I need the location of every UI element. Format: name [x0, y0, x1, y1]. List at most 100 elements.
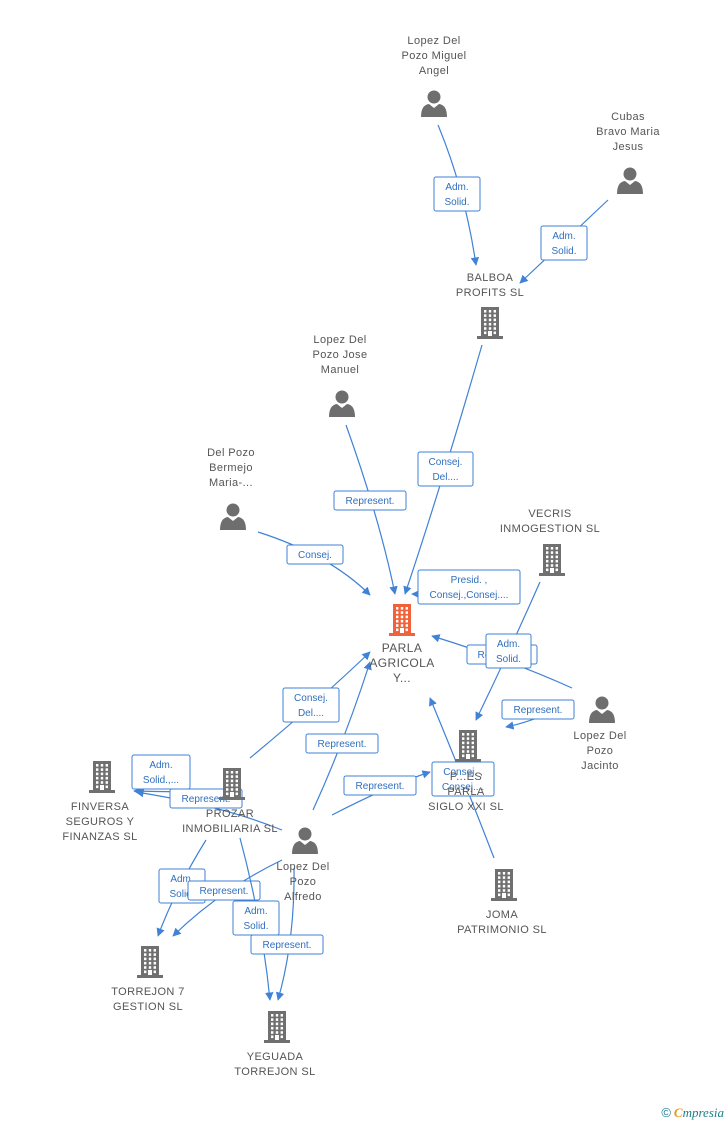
edge-label-box: [282, 687, 340, 723]
edge-label-line: Presid. ,: [451, 575, 488, 586]
node-label-line: PARLA: [382, 641, 422, 655]
edges-layer: Adm.Solid.Adm.Solid.Consej.Del....Repres…: [131, 124, 609, 1001]
edge-label-line: Solid.: [551, 246, 576, 257]
node-label-line: INMOGESTION SL: [500, 523, 600, 535]
node-label-line: Y...: [393, 671, 411, 685]
person-icon: [617, 167, 643, 194]
node-label-line: Jesus: [613, 141, 644, 153]
edge-label-box: [333, 490, 407, 511]
edge-label-line: Represent.: [356, 781, 405, 792]
edge-label-box: [187, 880, 261, 901]
edge-e10[interactable]: Consej.Del....: [249, 651, 371, 759]
edge-e14[interactable]: Adm.Solid.,...: [131, 754, 213, 796]
edge-e17[interactable]: Represent.: [172, 859, 283, 937]
node-label-line: Pozo: [587, 745, 614, 757]
building-icon: [264, 1011, 290, 1043]
edge-label: Adm.Solid.: [444, 182, 469, 208]
node-label-line: P...ES: [450, 771, 482, 783]
edge-e3[interactable]: Consej.Del....: [403, 344, 483, 595]
edge-label-box: [485, 633, 532, 669]
edge-label: Represent.: [318, 739, 367, 750]
building-icon: [539, 544, 565, 576]
node-label-line: YEGUADA: [247, 1051, 304, 1063]
edge-e18[interactable]: Adm.Solid.: [232, 837, 280, 1001]
edge-label: Represent.: [182, 794, 231, 805]
edge-label-box: [286, 544, 344, 565]
edge-label-line: Represent.: [182, 794, 231, 805]
node-label-line: PROFITS SL: [456, 287, 524, 299]
edge-label: Adm. Solid.: [496, 639, 521, 665]
edge-e5[interactable]: Consej.: [257, 531, 371, 596]
edge-label-line: Consej.: [429, 457, 463, 468]
edge-e9[interactable]: Represent.: [501, 699, 575, 730]
edge-label-box: [250, 934, 324, 955]
edge-label-line: Consej.,Consej....: [430, 590, 509, 601]
edge-label-box: [417, 451, 474, 487]
edge-e19[interactable]: Represent.: [250, 867, 324, 1001]
edge-label-line: Represent.: [263, 940, 312, 951]
edge-line: [345, 424, 398, 595]
edge-label-line: Solid.: [243, 921, 268, 932]
edge-label: Presid. , Consej.,Consej....: [430, 575, 509, 601]
edge-label-line: Consej....: [442, 782, 484, 793]
edge-label-box: [131, 754, 191, 790]
edge-e11[interactable]: Represent.: [305, 661, 379, 811]
node-label-line: SIGLO XXI SL: [428, 801, 504, 813]
edge-e8[interactable]: Adm. Solid.: [475, 581, 541, 721]
edge-e12[interactable]: Represent.: [331, 770, 431, 816]
edge-e6[interactable]: Presid. , Consej.,Consej....: [411, 569, 521, 605]
brand-logo[interactable]: Cmpresia: [673, 1105, 724, 1120]
edge-label-box: [433, 176, 481, 212]
copyright-symbol: ©: [661, 1105, 671, 1120]
building-icon: [477, 307, 503, 339]
edge-e1[interactable]: Adm.Solid.: [433, 124, 481, 266]
edge-label-line: Solid.: [444, 197, 469, 208]
edge-label: Consej.: [298, 550, 332, 561]
node-label-line: Lopez Del: [276, 861, 329, 873]
building-icon: [455, 730, 481, 762]
edge-label-line: Adm.: [497, 639, 520, 650]
edge-label: Represent.: [514, 705, 563, 716]
node-label-line: FINVERSA: [71, 801, 129, 813]
edge-label-line: Solid.: [496, 654, 521, 665]
edge-label: Consej.Del....: [429, 457, 463, 483]
building-icon: [389, 604, 415, 636]
edge-label-line: Solid.: [169, 889, 194, 900]
node-label-line: PATRIMONIO SL: [457, 924, 547, 936]
edge-label-box: [540, 225, 588, 261]
node-label-line: Pozo Miguel: [402, 50, 467, 62]
edge-label-line: Consej.: [294, 693, 328, 704]
brand-footer: ©Cmpresia: [661, 1105, 724, 1121]
edge-e4[interactable]: Represent.: [333, 424, 407, 595]
person-icon: [589, 696, 615, 723]
edge-label-box: [305, 733, 379, 754]
edge-e2[interactable]: Adm.Solid.: [519, 199, 609, 284]
node-label-line: Manuel: [321, 364, 359, 376]
